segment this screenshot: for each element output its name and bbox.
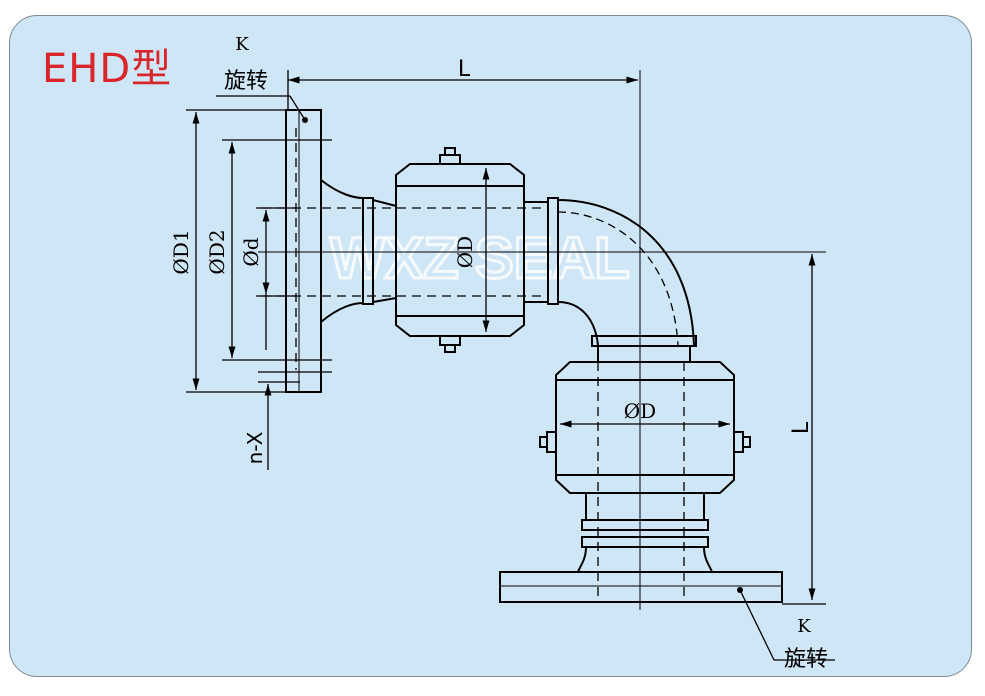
dia-d-label: Ød xyxy=(239,237,263,266)
rotate-label-bottom: 旋转 xyxy=(784,647,828,672)
part-outline xyxy=(285,109,783,603)
elbow-outer xyxy=(557,199,695,346)
dimension-lines xyxy=(186,70,835,661)
centerlines xyxy=(258,70,826,610)
vertical-body xyxy=(555,361,735,494)
k-label-bottom: K xyxy=(797,616,811,637)
length-label-right: L xyxy=(789,421,814,434)
dia-body-vertical-label: ØD xyxy=(624,399,656,423)
dia-body-horizontal-label: ØD xyxy=(453,236,477,268)
bottom-flange xyxy=(499,571,783,603)
elbow-inner xyxy=(557,301,599,346)
watermark: WXZ SEAL xyxy=(330,226,630,291)
dia-d2-label: ØD2 xyxy=(205,229,229,274)
k-point-top xyxy=(302,117,308,123)
model-title: EHD型 xyxy=(42,46,173,92)
k-point-bottom xyxy=(737,587,743,593)
length-label-top: L xyxy=(458,57,471,82)
k-label-top: K xyxy=(235,34,249,55)
rotate-label-top: 旋转 xyxy=(224,69,268,94)
left-flange xyxy=(285,109,322,393)
bolt-holes-label: n-X xyxy=(243,431,267,464)
dia-d1-label: ØD1 xyxy=(169,229,193,274)
hidden-lines xyxy=(262,128,685,600)
